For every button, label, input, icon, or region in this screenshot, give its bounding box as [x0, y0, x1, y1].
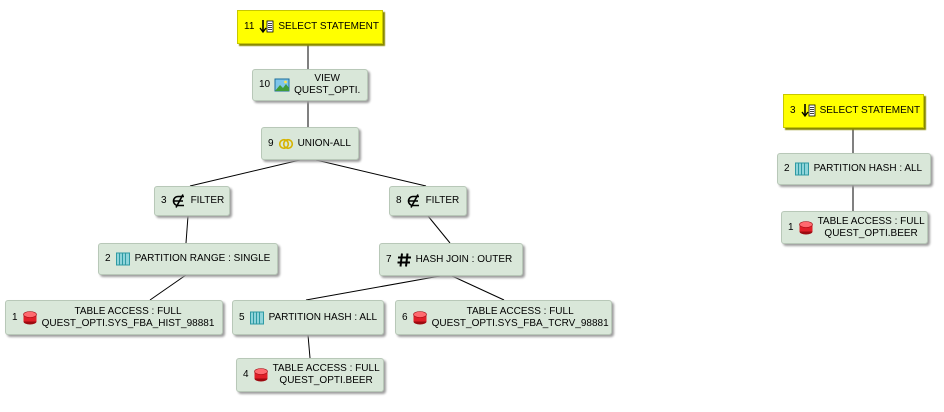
edge-5-4 [307, 334, 311, 359]
node-operation: PARTITION HASH : ALL [268, 311, 378, 323]
node-object: QUEST_OPTI. [294, 85, 361, 96]
node-step-number: 2 [105, 253, 111, 264]
node-step-number: 4 [243, 369, 249, 380]
node-step-number: 8 [396, 195, 402, 206]
edge-9-3 [189, 159, 301, 187]
node-object: QUEST_OPTI.SYS_FBA_HIST_98881 [41, 317, 215, 329]
hash-join-icon [396, 252, 412, 268]
node-label: FILTER [426, 195, 460, 207]
plan-node-p1-n2[interactable]: 2 PARTITION RANGE : SINGLE [98, 243, 278, 275]
table-access-icon [412, 310, 428, 326]
node-step-number: 1 [12, 311, 18, 323]
plan-node-p1-n3[interactable]: 3 FILTER [154, 186, 230, 216]
plan-node-p2-n2[interactable]: 2 PARTITION HASH : ALL [777, 153, 931, 185]
node-label: PARTITION HASH : ALL [269, 312, 378, 324]
node-operation: TABLE ACCESS : FULL [272, 363, 380, 374]
plan-node-p1-n7[interactable]: 7 HASH JOIN : OUTER [379, 243, 523, 276]
node-object: QUEST_OPTI.SYS_FBA_TCRV_98881 [431, 317, 609, 329]
node-step-number: 6 [402, 311, 408, 323]
union-all-icon [278, 136, 294, 152]
edge-8-7 [427, 215, 451, 244]
node-operation: UNION-ALL [297, 137, 351, 149]
select-statement-icon [800, 103, 816, 119]
node-operation: TABLE ACCESS : FULL [817, 215, 925, 227]
plan-node-p1-n9[interactable]: 9 UNION-ALL [261, 127, 359, 160]
node-step-number: 3 [790, 105, 796, 116]
node-label: FILTER [191, 195, 225, 207]
table-access-icon [253, 367, 269, 383]
select-statement-icon [258, 19, 274, 35]
plan-node-p1-n5[interactable]: 5 PARTITION HASH : ALL [232, 300, 384, 335]
node-label: PARTITION HASH : ALL [814, 163, 923, 175]
node-object: QUEST_OPTI.BEER [824, 227, 918, 239]
node-operation: FILTER [190, 195, 225, 206]
node-label: PARTITION RANGE : SINGLE [135, 253, 271, 265]
node-operation: PARTITION RANGE : SINGLE [134, 253, 271, 264]
node-operation: PARTITION HASH : ALL [813, 163, 923, 174]
plan-node-p1-n11[interactable]: 11 SELECT STATEMENT [237, 10, 383, 44]
node-step-number: 11 [244, 21, 255, 32]
view-icon [274, 77, 290, 93]
node-operation: HASH JOIN : OUTER [415, 253, 513, 265]
node-step-number: 1 [788, 221, 794, 233]
table-access-icon [22, 310, 38, 326]
node-label: HASH JOIN : OUTER [416, 254, 513, 266]
node-label: UNION-ALL [298, 138, 351, 150]
partition-icon [794, 161, 810, 177]
node-operation: SELECT STATEMENT [819, 105, 921, 116]
plan-node-p1-n8[interactable]: 8 FILTER [389, 186, 467, 216]
edge-7-5 [305, 275, 441, 301]
filter-icon [406, 193, 422, 209]
edge-3-2 [185, 215, 189, 244]
node-step-number: 2 [784, 163, 790, 174]
partition-icon [115, 251, 131, 267]
node-step-number: 9 [268, 137, 274, 149]
node-object: QUEST_OPTI.BEER [279, 375, 373, 386]
node-step-number: 7 [386, 253, 392, 265]
node-operation: TABLE ACCESS : FULL [466, 305, 574, 317]
filter-icon [171, 193, 187, 209]
node-step-number: 10 [259, 79, 271, 90]
edge-9-8 [315, 159, 427, 187]
edge-2-1 [149, 274, 187, 301]
plan-node-p2-n3[interactable]: 3 SELECT STATEMENT [783, 94, 924, 128]
node-operation: TABLE ACCESS : FULL [74, 305, 182, 317]
node-step-number: 3 [161, 195, 167, 206]
node-label: SELECT STATEMENT [278, 21, 379, 33]
edge-7-6 [451, 275, 505, 301]
node-operation: VIEW [314, 73, 340, 84]
node-operation: FILTER [425, 195, 460, 206]
partition-icon [249, 310, 265, 326]
node-step-number: 5 [239, 311, 245, 323]
node-label: SELECT STATEMENT [820, 105, 921, 117]
node-operation: SELECT STATEMENT [278, 21, 379, 32]
table-access-icon [798, 220, 814, 236]
